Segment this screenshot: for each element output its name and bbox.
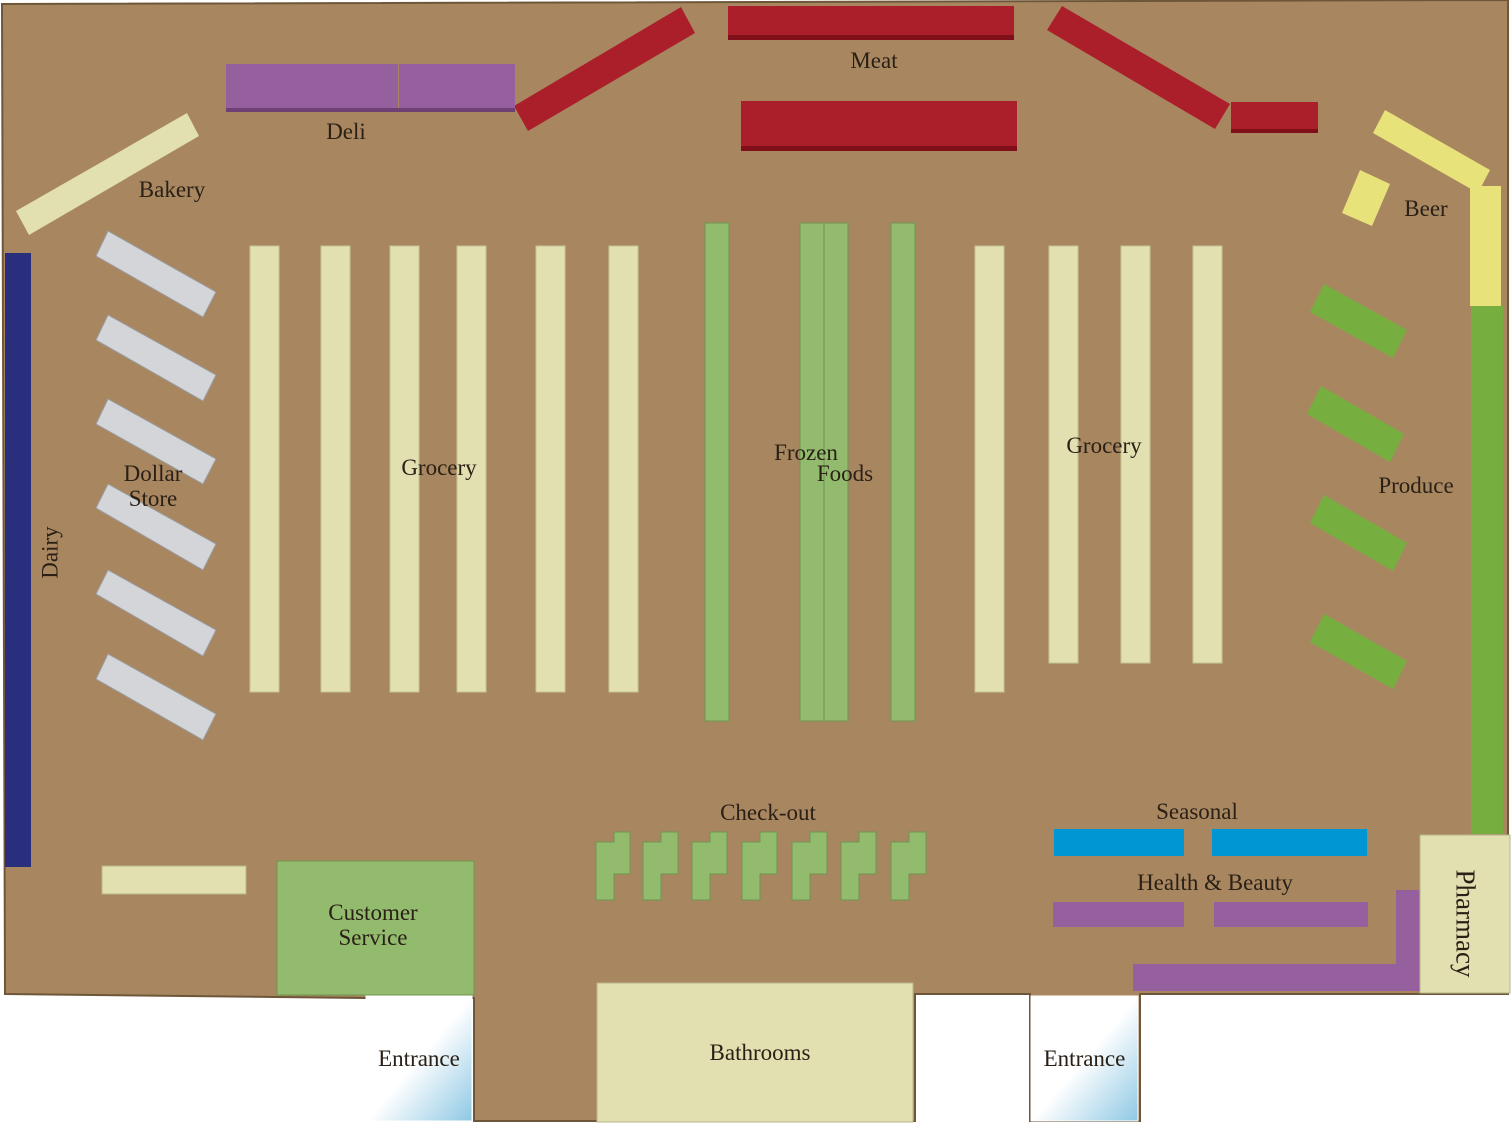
- customer-service-label-line2: Service: [338, 925, 408, 950]
- bathrooms-label: Bathrooms: [709, 1040, 811, 1065]
- dairy-label: Dairy: [37, 526, 63, 579]
- meat-counter: [728, 6, 1014, 39]
- grocery-left-label: Grocery: [401, 455, 477, 480]
- grocery-aisles-right: [974, 245, 1223, 693]
- meat-label: Meat: [850, 48, 898, 73]
- dollar-store-section: [95, 230, 217, 741]
- deli-counter: [226, 64, 398, 112]
- meat-counter: [1231, 102, 1318, 133]
- meat-counter: [741, 101, 1017, 151]
- beer-section: [1342, 110, 1501, 306]
- bakery-label: Bakery: [138, 177, 206, 202]
- deli-section: [226, 64, 515, 112]
- produce-table: [1310, 284, 1407, 358]
- produce-wall: [1471, 306, 1503, 834]
- customer-service-label: Customer Service: [306, 900, 440, 950]
- produce-table: [1310, 614, 1407, 689]
- health-beauty-section: [1053, 890, 1420, 991]
- seasonal-label: Seasonal: [1156, 799, 1238, 824]
- dairy-wall: [5, 253, 31, 867]
- produce-label: Produce: [1378, 473, 1454, 498]
- customer-service-label-line1: Customer: [328, 900, 418, 925]
- beer-label: Beer: [1404, 196, 1448, 221]
- frozen-foods-label-line1: Frozen: [774, 440, 838, 465]
- meat-counter: [514, 7, 695, 131]
- seasonal-section: [1054, 829, 1367, 856]
- grocery-right-label: Grocery: [1066, 433, 1142, 458]
- checkout-lanes: [595, 831, 927, 901]
- display-bench: [101, 865, 247, 895]
- meat-section: [514, 6, 1318, 151]
- frozen-aisles: [704, 222, 916, 722]
- dollar-store-label-line1: Dollar: [123, 461, 183, 486]
- entrance-left-glass: [365, 995, 473, 1122]
- produce-section: [1307, 284, 1503, 834]
- deli-counter: [399, 64, 515, 112]
- meat-counter: [1047, 6, 1230, 129]
- entrance-left-label[interactable]: Entrance: [378, 1046, 460, 1071]
- grocery-aisles-left: [249, 245, 639, 693]
- health-beauty-label: Health & Beauty: [1137, 870, 1293, 895]
- bakery-counter: [16, 113, 199, 235]
- pharmacy-counter: [1419, 834, 1511, 994]
- entrance-right-glass: [1030, 995, 1139, 1122]
- entrance-right-label[interactable]: Entrance: [1043, 1046, 1126, 1071]
- checkout-label: Check-out: [720, 800, 816, 825]
- bathrooms-room: [596, 982, 914, 1123]
- produce-table: [1310, 495, 1407, 571]
- pharmacy-label: Pharmacy: [1450, 869, 1481, 978]
- deli-label: Deli: [326, 119, 366, 144]
- customer-service-desk: [276, 860, 475, 996]
- dollar-store-label: Dollar Store: [103, 461, 203, 511]
- dollar-store-label-line2: Store: [128, 486, 178, 511]
- produce-table: [1307, 386, 1404, 462]
- frozen-foods-label-line2: Foods: [816, 461, 874, 486]
